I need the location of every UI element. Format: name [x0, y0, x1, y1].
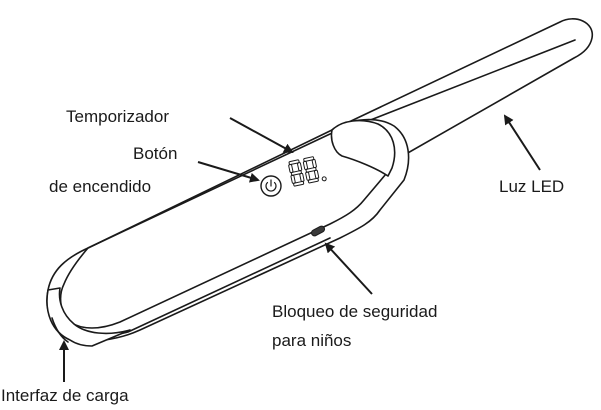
unit-indicator	[321, 176, 327, 182]
power-button-label-line1: Botón	[133, 144, 178, 163]
digit-2	[302, 156, 320, 184]
arrow-power-button	[197, 161, 260, 183]
digit-1	[288, 159, 305, 187]
head-cap	[330, 119, 396, 177]
timer-display	[288, 156, 327, 187]
child-lock-label-line2: para niños	[272, 331, 352, 350]
led-arm	[331, 18, 593, 163]
child-lock-label-line1: Bloqueo de seguridad	[272, 302, 438, 321]
power-button-drawing	[260, 175, 282, 197]
power-icon	[265, 181, 277, 192]
timer-label: Temporizador	[66, 107, 169, 126]
power-button-label-line2: de encendido	[49, 177, 152, 196]
led-light-label: Luz LED	[499, 177, 565, 196]
led-arm-edge	[349, 39, 576, 129]
callout-arrows	[59, 114, 541, 382]
arrow-child-lock	[324, 242, 373, 295]
arrow-timer	[229, 117, 294, 153]
arrow-led	[503, 114, 541, 171]
child-lock-slider	[310, 225, 326, 237]
charging-port-label: Interfaz de carga	[1, 386, 129, 405]
